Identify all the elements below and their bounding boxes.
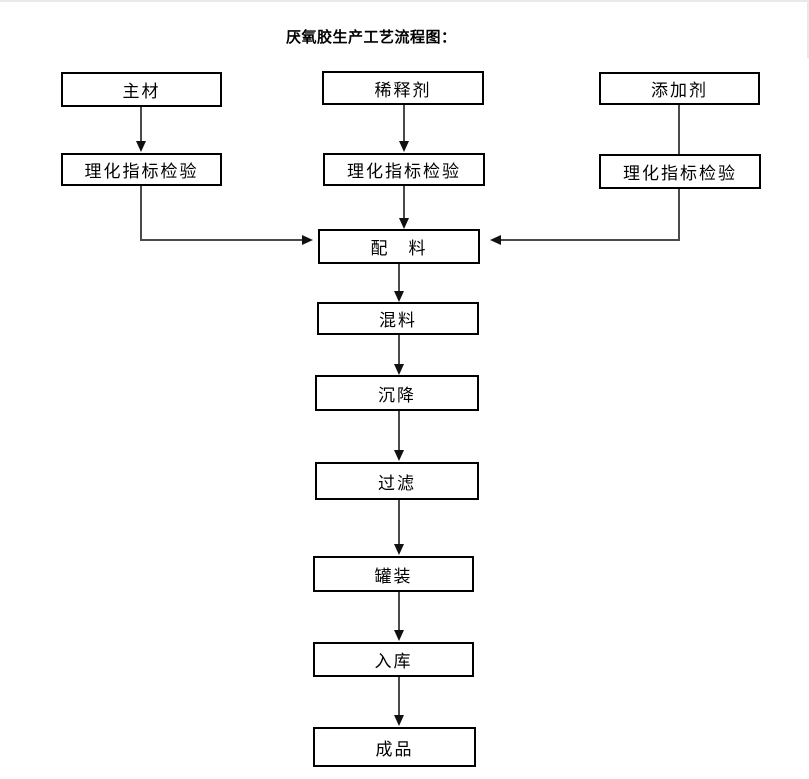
connector-inspection-right-to-batching-arrowhead-icon xyxy=(490,235,501,245)
node-inspection-left: 理化指标检验 xyxy=(61,153,222,186)
connector-diluent-to-inspection-line xyxy=(403,105,405,144)
connector-main-to-inspection-arrowhead-icon xyxy=(136,141,146,152)
connector-settling-to-filtering-arrowhead-icon xyxy=(394,450,404,461)
connector-filtering-to-canning-arrowhead-icon xyxy=(394,544,404,555)
connector-canning-to-warehousing-line xyxy=(398,592,400,634)
connector-inspection-right-to-batching-hline xyxy=(501,239,680,241)
window-edge-top xyxy=(0,0,809,2)
node-finished-product: 成品 xyxy=(313,727,476,767)
window-edge-right xyxy=(807,0,809,58)
connector-main-to-inspection-line xyxy=(140,107,142,144)
connector-mixing-to-settling-arrowhead-icon xyxy=(394,364,404,375)
connector-diluent-to-inspection-arrowhead-icon xyxy=(399,141,409,152)
node-filtering: 过滤 xyxy=(315,462,479,500)
node-settling: 沉降 xyxy=(315,375,479,411)
connector-batching-to-mixing-line xyxy=(398,264,400,294)
node-batching: 配 料 xyxy=(318,229,480,264)
connector-filtering-to-canning-line xyxy=(398,500,400,548)
connector-warehousing-to-finished-arrowhead-icon xyxy=(394,715,404,726)
connector-mixing-to-settling-line xyxy=(398,335,400,367)
node-diluent: 稀释剂 xyxy=(322,71,484,105)
node-inspection-middle: 理化指标检验 xyxy=(323,153,485,186)
node-canning: 罐装 xyxy=(313,556,474,592)
connector-warehousing-to-finished-line xyxy=(398,677,400,719)
connector-inspection-left-to-batching-arrowhead-icon xyxy=(302,235,313,245)
connector-settling-to-filtering-line xyxy=(398,411,400,454)
connector-inspection-middle-to-batching-line xyxy=(403,186,405,219)
connector-inspection-middle-to-batching-arrowhead-icon xyxy=(399,218,409,229)
connector-inspection-right-to-batching-vline xyxy=(678,189,680,241)
node-warehousing: 入库 xyxy=(313,642,474,677)
node-additive: 添加剂 xyxy=(599,72,760,105)
connector-additive-to-inspection-line xyxy=(678,105,680,154)
connector-batching-to-mixing-arrowhead-icon xyxy=(394,291,404,302)
page-title: 厌氧胶生产工艺流程图： xyxy=(286,28,457,46)
node-main-material: 主材 xyxy=(61,72,222,107)
node-inspection-right: 理化指标检验 xyxy=(599,154,761,189)
connector-inspection-left-to-batching-hline xyxy=(140,239,303,241)
connector-canning-to-warehousing-arrowhead-icon xyxy=(394,630,404,641)
node-mixing: 混料 xyxy=(317,302,479,335)
connector-inspection-left-to-batching-vline xyxy=(140,186,142,241)
